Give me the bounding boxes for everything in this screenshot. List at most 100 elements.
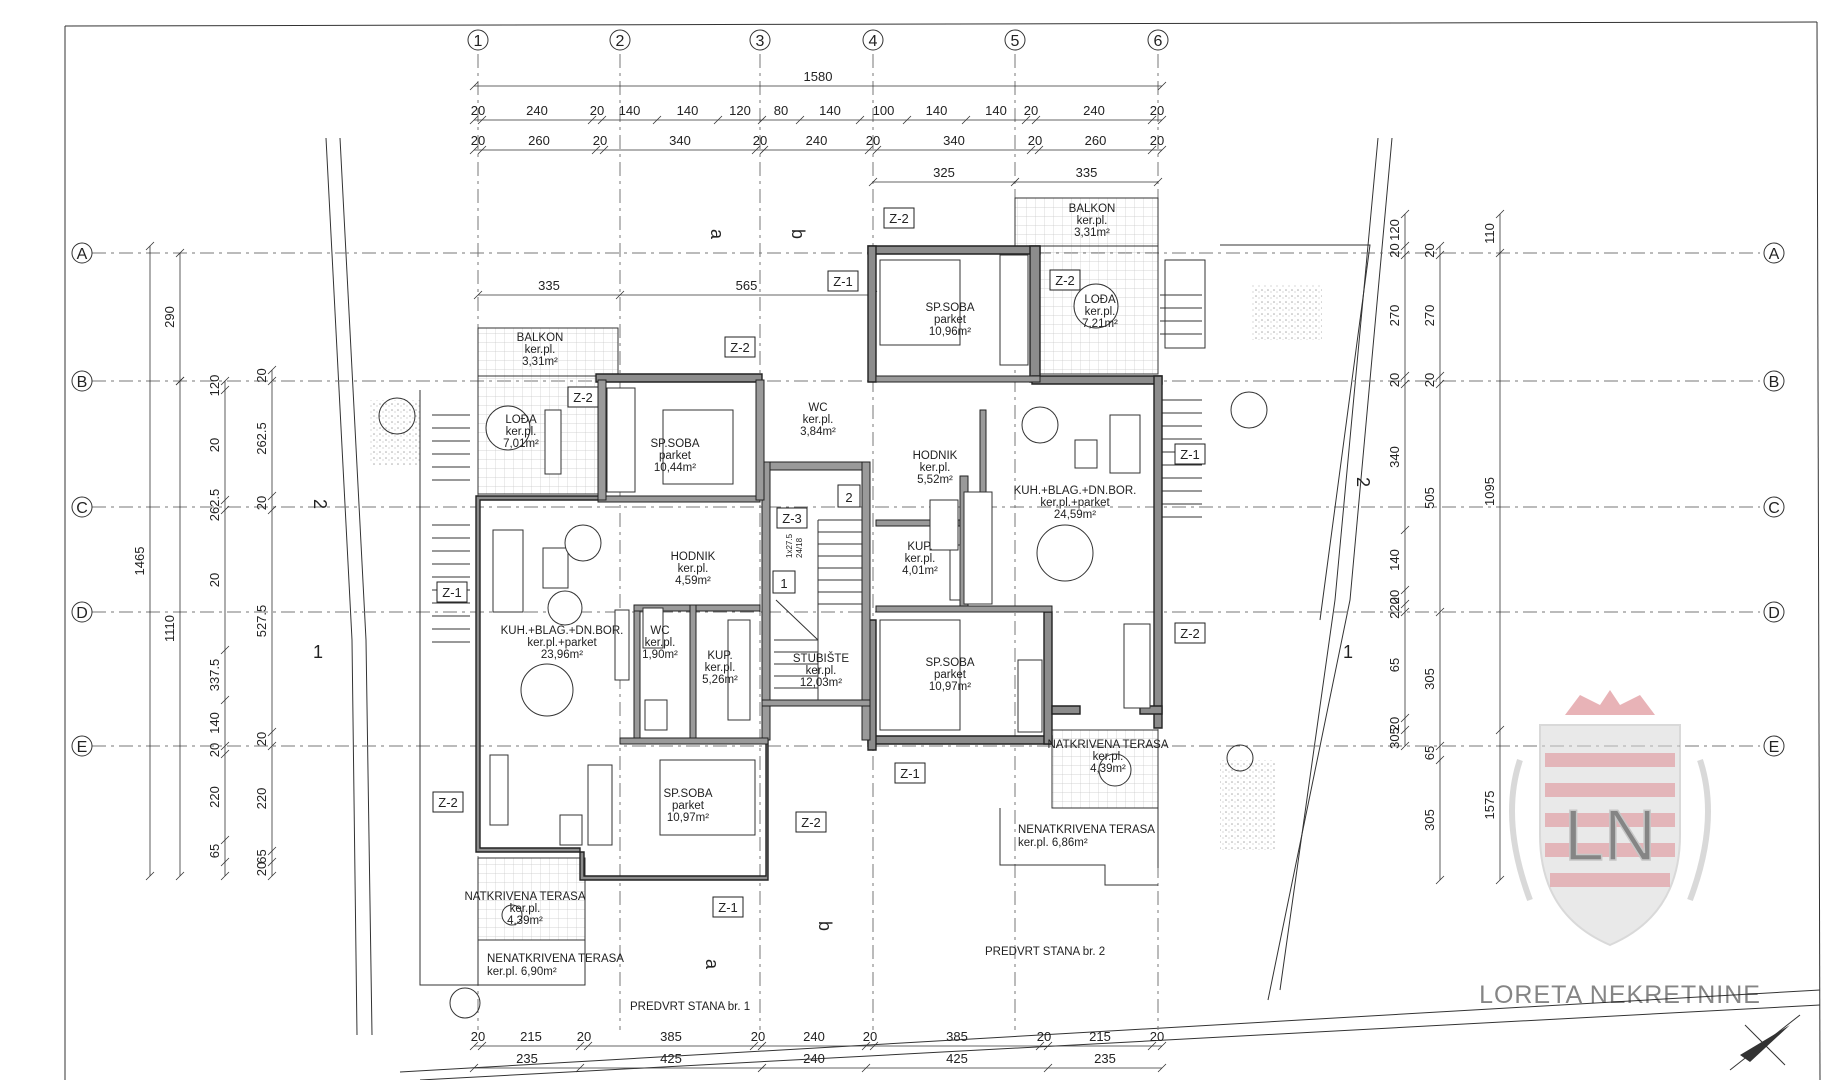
dim-top-row2-tick-0 (469, 145, 479, 155)
room-name-stubiste: STUBIŠTE (793, 652, 850, 665)
dim-top-row1-tick-1 (477, 115, 487, 125)
section-mark-2-right: 2 (1353, 477, 1373, 487)
grid-column-label-6: 6 (1154, 33, 1163, 50)
z-tag-5-box (1049, 269, 1081, 291)
grid-column-label-4: 4 (869, 33, 878, 50)
dim-top-row2-label-1: 260 (528, 133, 550, 148)
grid-row-bubble-E-1 (1763, 735, 1785, 757)
z-tag-1: Z-2 (567, 386, 599, 408)
dim-bottom-row1-tick-9 (1043, 1041, 1053, 1051)
section-mark-2: 2 (837, 484, 861, 508)
room-name-hodnik-1: HODNIK (671, 551, 716, 563)
room-area-spsoba-2b: 10,97m² (929, 681, 971, 693)
dim-bottom-row1-label-1: 215 (520, 1029, 542, 1044)
z-tag-3-box (827, 270, 859, 292)
z-tag-7: Z-2 (1174, 622, 1206, 644)
dim-bottom-row2-label-1: 425 (660, 1051, 682, 1066)
section-mark-1-label: 1 (780, 576, 787, 591)
room-floor-spsoba-2a: parket (934, 314, 967, 326)
grid-column-bubble-1 (467, 29, 489, 51)
dim-left-inner-tick-2 (220, 495, 230, 505)
dim-top-row1-tick-13 (1147, 115, 1157, 125)
z-tag-11-box (894, 762, 926, 784)
dim-left-total-tick-0 (145, 241, 155, 251)
dim-right-inner-label-0: 120 (1387, 219, 1402, 241)
dim-left-col3-label-4: 20 (254, 732, 269, 746)
grid-row-label-C-1: C (1768, 500, 1780, 517)
dim-right-inner-tick-6 (1400, 585, 1410, 595)
room-area-spsoba-1b: 10,97m² (667, 812, 709, 824)
dim-top-total-tick-0 (469, 81, 479, 91)
grid-column-label-1: 1 (474, 33, 483, 50)
furniture (485, 254, 1151, 926)
dim-top-row1-tick-12 (1031, 115, 1041, 125)
dim-left-inner-label-8: 65 (207, 844, 222, 858)
dim-top-row3-tick-2 (1153, 177, 1163, 187)
dim-right-inner-tick-7 (1400, 599, 1410, 609)
dim-right-inner-tick-1 (1400, 241, 1410, 251)
dim-bottom-row1-label-4: 20 (751, 1029, 765, 1044)
dim-top-row1-tick-14 (1157, 115, 1167, 125)
dim-right-inner-label-5: 140 (1387, 549, 1402, 571)
room-name-spsoba-2a: SP.SOBA (925, 302, 974, 314)
dim-top-row1-tick-11 (1021, 115, 1031, 125)
section-mark-1-right: 1 (1343, 642, 1353, 662)
z-tag-8-box (776, 507, 808, 529)
room-name-balkon-1: BALKON (517, 332, 564, 344)
grid-row-label-A-0: A (77, 246, 88, 263)
dim-top-row2-tick-6 (864, 145, 874, 155)
section-mark-1: 1 (772, 570, 796, 594)
grid-column-bubble-3 (749, 29, 771, 51)
dim-left-col3-tick-3 (267, 505, 277, 515)
dim-top-row2-label-6: 20 (866, 133, 880, 148)
dim-left-inner-label-1: 20 (207, 438, 222, 452)
dim-right-outer-tick-3 (1495, 875, 1505, 885)
dim-bottom-row2-tick-4 (1043, 1063, 1053, 1073)
dim-top-row2-label-5: 240 (806, 133, 828, 148)
dim-left-inner-label-7: 220 (207, 786, 222, 808)
dim-right-inner-label-1: 20 (1387, 243, 1402, 257)
dim-right-col2-tick-3 (1435, 379, 1445, 389)
dim-mid-left-tick-0 (473, 290, 483, 300)
dim-left-inner-tick-4 (220, 645, 230, 655)
grid-column-bubble-2 (609, 29, 631, 51)
dim-left-col3-tick-7 (267, 857, 277, 867)
z-tag-9-box (432, 791, 464, 813)
dim-left-inner-tick-3 (220, 505, 230, 515)
dim-left-inner-tick-1 (220, 385, 230, 395)
room-kup-1: KUP.ker.pl.5,26m² (702, 650, 738, 686)
room-floor-nterasa-1: ker.pl. (510, 903, 541, 915)
z-tag-6: Z-1 (1174, 443, 1206, 465)
room-floor-wc-2: ker.pl. (803, 414, 834, 426)
dim-left-col3-label-1: 262.5 (254, 422, 269, 455)
dim-right-inner-tick-2 (1400, 250, 1410, 260)
dim-right-inner-label-8: 65 (1387, 658, 1402, 672)
z-tag-0-box (436, 581, 468, 603)
dim-top-row2-tick-4 (751, 145, 761, 155)
dim-mid-left-label-0: 335 (538, 278, 560, 293)
dim-top-row1-tick-0 (469, 115, 479, 125)
dim-bottom-row1-label-9: 215 (1089, 1029, 1111, 1044)
dim-right-col2-tick-4 (1435, 607, 1445, 617)
watermark-monogram: LN (1564, 796, 1656, 876)
room-floor-kuh-2: ker.pl.+parket (1040, 497, 1110, 509)
room-area-kuh-2: 24,59m² (1054, 509, 1096, 521)
dim-right-inner-tick-9 (1400, 713, 1410, 723)
dim-top-row2-label-2: 20 (593, 133, 607, 148)
dim-left-col3-tick-8 (267, 871, 277, 881)
room-area-nterasa-2: 4,39m² (1090, 763, 1126, 775)
dim-top-row2-tick-5 (759, 145, 769, 155)
section-mark-1-box (772, 570, 796, 594)
room-name-kup-2: KUP. (907, 541, 932, 553)
dim-right-inner-tick-11 (1400, 741, 1410, 751)
room-area-hodnik-2: 5,52m² (917, 474, 953, 486)
dim-bottom-row1-label-0: 20 (471, 1029, 485, 1044)
dim-left-inner-tick-9 (220, 857, 230, 867)
north-arrow-icon (1729, 1014, 1801, 1071)
z-tag-6-box (1174, 443, 1206, 465)
dim-right-col2-label-0: 20 (1422, 243, 1437, 257)
